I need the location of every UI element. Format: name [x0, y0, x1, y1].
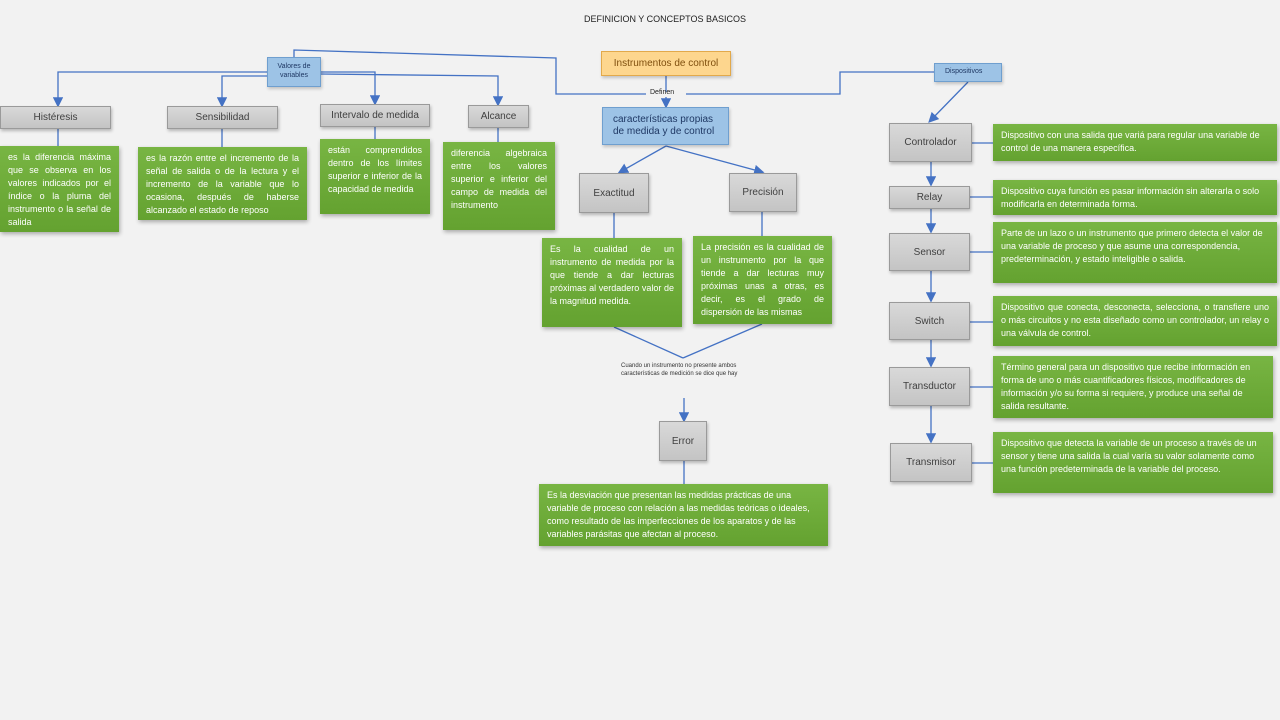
valores-alcance-connector: [319, 73, 504, 107]
def-error: Es la desviación que presentan las medid…: [539, 484, 828, 546]
def-transmisor: Dispositivo que detecta la variable de u…: [993, 432, 1273, 493]
def-sensibilidad: es la razón entre el incremento de la se…: [138, 147, 307, 220]
valores-sensibilidad-connector: [216, 75, 268, 108]
precision-error-connector: [682, 323, 763, 359]
def-histeresis: es la diferencia máxima que se observa e…: [0, 146, 119, 232]
node-transductor-label: Transductor: [903, 381, 956, 392]
branch-caracteristicas-label: características propias de medida y de c…: [613, 113, 715, 138]
node-relay[interactable]: Relay: [889, 186, 970, 209]
node-histeresis[interactable]: Histéresis: [0, 106, 111, 129]
valores-histeresis-connector: [52, 71, 268, 108]
def-alcance: diferencia algebraica entre los valores …: [443, 142, 555, 230]
node-precision[interactable]: Precisión: [729, 173, 797, 212]
root-node[interactable]: Instrumentos de control: [601, 51, 731, 76]
map-title: DEFINICION Y CONCEPTOS BASICOS: [583, 14, 747, 24]
definen-valores-connector: [293, 49, 646, 95]
def-transductor: Término general para un dispositivo que …: [993, 356, 1273, 418]
branch-valores-label: Valores de variables: [277, 63, 311, 79]
def-sensor: Parte de un lazo o un instrumento que pr…: [993, 222, 1277, 283]
dispositivos-controlador-connector: [928, 81, 969, 123]
node-sensor-label: Sensor: [913, 246, 946, 258]
branch-dispositivos[interactable]: Dispositivos: [934, 63, 1002, 82]
link-label-definen: Definen: [650, 89, 675, 96]
root-label: Instrumentos de control: [613, 58, 719, 69]
node-error-label: Error: [671, 435, 695, 447]
node-switch[interactable]: Switch: [889, 302, 970, 340]
node-transmisor-label: Transmisor: [906, 457, 956, 468]
node-controlador-label: Controlador: [904, 137, 957, 148]
exactitud-error-connector: [613, 326, 684, 359]
node-exactitud[interactable]: Exactitud: [579, 173, 649, 213]
def-intervalo: están comprendidos dentro de los límites…: [320, 139, 430, 214]
node-relay-label: Relay: [916, 192, 943, 203]
branch-valores[interactable]: Valores de variables: [267, 57, 321, 87]
def-switch: Dispositivo que conecta, desconecta, sel…: [993, 296, 1277, 346]
node-sensor[interactable]: Sensor: [889, 233, 970, 271]
node-exactitud-label: Exactitud: [593, 187, 635, 199]
node-precision-label: Precisión: [742, 187, 784, 198]
node-sensibilidad-label: Sensibilidad: [195, 112, 250, 123]
definen-dispositivos-connector: [686, 71, 934, 95]
caracteristicas-precision-connector: [665, 145, 765, 175]
node-alcance[interactable]: Alcance: [468, 105, 529, 128]
valores-intervalo-connector: [320, 71, 381, 106]
def-controlador: Dispositivo con una salida que variá par…: [993, 124, 1277, 161]
def-relay: Dispositivo cuya función es pasar inform…: [993, 180, 1277, 215]
node-histeresis-label: Histéresis: [33, 112, 78, 123]
node-transductor[interactable]: Transductor: [889, 367, 970, 406]
caracteristicas-exactitud-connector: [617, 145, 667, 174]
node-alcance-label: Alcance: [480, 111, 517, 122]
error-note: Cuando un instrumento no presente ambos …: [621, 363, 738, 378]
branch-dispositivos-label: Dispositivos: [945, 68, 983, 76]
def-exactitud: Es la cualidad de un instrumento de medi…: [542, 238, 682, 327]
branch-caracteristicas[interactable]: características propias de medida y de c…: [602, 107, 729, 145]
node-error[interactable]: Error: [659, 421, 707, 461]
node-intervalo[interactable]: Intervalo de medida: [320, 104, 430, 127]
def-precision: La precisión es la cualidad de un instru…: [693, 236, 832, 324]
node-intervalo-label: Intervalo de medida: [331, 110, 419, 121]
node-switch-label: Switch: [914, 315, 945, 327]
node-transmisor[interactable]: Transmisor: [890, 443, 972, 482]
node-sensibilidad[interactable]: Sensibilidad: [167, 106, 278, 129]
node-controlador[interactable]: Controlador: [889, 123, 972, 162]
